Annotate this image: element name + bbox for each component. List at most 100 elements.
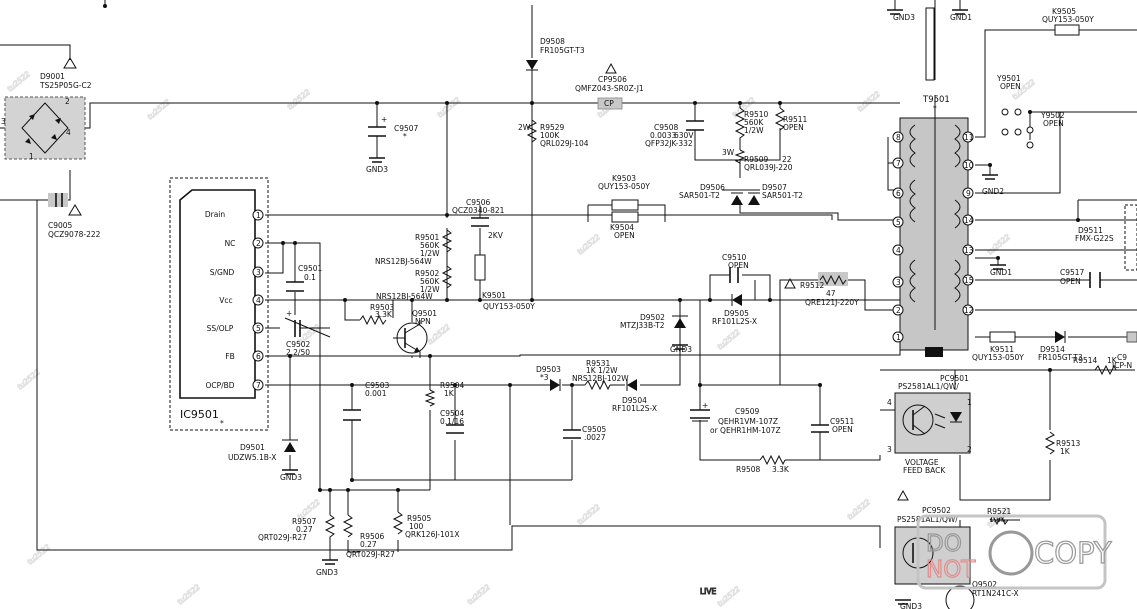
r9501-label: R9501 bbox=[415, 233, 440, 242]
bridge-pin: 3 bbox=[1, 117, 6, 126]
r9502-watt: 1/2W bbox=[420, 285, 440, 294]
c9005-label: C9005 bbox=[48, 221, 73, 230]
diode-d9511: D9511 FMX-G22S bbox=[1075, 204, 1137, 271]
transformer-t9501: T9501 * 8 7 6 5 4 3 2 1 11 10 9 14 13 15… bbox=[887, 7, 974, 357]
r9513-label: R9513 bbox=[1056, 439, 1081, 448]
transformer-pin: 11 bbox=[964, 133, 974, 142]
ic-pin-number: 1 bbox=[256, 211, 261, 220]
transistor-q9502: Q9502 RT1N241C-X bbox=[945, 580, 1019, 609]
r9502-label: R9502 bbox=[415, 269, 440, 278]
d9511-part: FMX-G22S bbox=[1075, 234, 1114, 243]
transformer-pin: 12 bbox=[964, 306, 974, 315]
capacitor-c9511: C9511 OPEN bbox=[811, 417, 855, 434]
c9005-part: QCZ9078-222 bbox=[48, 230, 101, 239]
c9506-part: QCZ0340-821 bbox=[452, 206, 505, 215]
ic-pin-name: OCP/BD bbox=[205, 381, 234, 390]
resistor-r9507: R9507 0.27 QRT029J-R27 bbox=[258, 514, 336, 545]
k9501-label: K9501 bbox=[482, 291, 506, 300]
ground-label: GND3 bbox=[280, 473, 302, 482]
r9521-value: 1.8K bbox=[989, 515, 1007, 524]
r9504-value: 1K bbox=[444, 389, 455, 398]
r9505-value: 100 bbox=[409, 522, 424, 531]
watermark: tu2522 bbox=[846, 497, 872, 521]
d9503-note: *3 bbox=[540, 373, 549, 382]
capacitor-c9506: C9506 QCZ0340-821 2KV bbox=[452, 198, 505, 281]
resistor-r9511: R9511 OPEN bbox=[774, 107, 808, 132]
transformer-pin: 3 bbox=[896, 278, 901, 287]
watermark: tu2522 bbox=[286, 87, 312, 111]
ic-pin-name: S/GND bbox=[210, 268, 235, 277]
capacitor-c9005: C9005 QCZ9078-222 bbox=[48, 193, 101, 239]
k9505-label: K9505 bbox=[1052, 7, 1076, 16]
junction-dots bbox=[6, 4, 1080, 492]
c9506-label: C9506 bbox=[466, 198, 491, 207]
capacitor-c9502: + C9502 2.2/50 bbox=[284, 309, 331, 357]
d9508-part: FR105GT-T3 bbox=[540, 46, 585, 55]
cp-tag: CP bbox=[604, 99, 614, 108]
transformer-pin: 2 bbox=[896, 306, 901, 315]
r9502-value: 560K bbox=[420, 277, 440, 286]
r9509-part: QRL039J-220 bbox=[744, 163, 793, 172]
ground-label: GND3 bbox=[670, 345, 692, 354]
resistor-r9513: R9513 1K bbox=[1044, 431, 1081, 456]
d9503-label: D9503 bbox=[536, 365, 561, 374]
q9502-label: Q9502 bbox=[972, 580, 997, 589]
r9503-value: 3.3K bbox=[375, 310, 393, 319]
pc9502-part: PS2581AL1/QW/ bbox=[897, 515, 958, 524]
ic-pin-number: 6 bbox=[256, 352, 261, 361]
k9501-part: QUY153-050Y bbox=[483, 302, 535, 311]
switch-y9501: Y9501 OPEN bbox=[996, 74, 1022, 136]
transformer-pin: 5 bbox=[896, 218, 901, 227]
y9502-label: Y9502 bbox=[1040, 111, 1065, 120]
resistor-r9509: 3W R9509 22 QRL039J-220 bbox=[722, 148, 793, 172]
watermark: tu2522 bbox=[6, 69, 32, 93]
transformer-pin: 8 bbox=[896, 133, 901, 142]
q9502-part: RT1N241C-X bbox=[972, 589, 1019, 598]
r9509-watt: 3W bbox=[722, 148, 735, 157]
y9501-open: OPEN bbox=[1000, 82, 1021, 91]
c9511-open: OPEN bbox=[832, 425, 853, 434]
transformer-star: * bbox=[933, 104, 937, 113]
k9504-open: OPEN bbox=[614, 231, 635, 240]
watermark: tu2522 bbox=[716, 327, 742, 351]
c9507-label: C9507 bbox=[394, 124, 419, 133]
cut-label: C9 bbox=[1117, 353, 1127, 362]
watermark: tu2522 bbox=[16, 367, 42, 391]
jumper-k9505: K9505 QUY153-050Y bbox=[1042, 7, 1094, 36]
r9511-label: R9511 bbox=[783, 115, 808, 124]
d9507-part: SAR501-T2 bbox=[762, 191, 803, 200]
ic-pin-name: Vcc bbox=[219, 296, 232, 305]
d9501-part: UDZW5.1B-X bbox=[228, 453, 276, 462]
c9508-label: C9508 bbox=[654, 123, 679, 132]
resistor-r9502: R9502 560K 1/2W NRS12BJ-564W bbox=[376, 265, 453, 301]
resistor-r9514: R9514 1K bbox=[1073, 356, 1118, 376]
ic-pin-name: FB bbox=[225, 352, 234, 361]
d9506-label: D9506 bbox=[700, 183, 725, 192]
capacitor-c9504: C9504 0.1/16 bbox=[440, 409, 465, 434]
watermark: tu2522 bbox=[716, 584, 742, 608]
r9501-watt: 1/2W bbox=[420, 249, 440, 258]
ic-pin-name: NC bbox=[225, 239, 236, 248]
d9507-label: D9507 bbox=[762, 183, 787, 192]
d9001-part: TS25P05G-C2 bbox=[39, 81, 92, 90]
stamp-text: DO bbox=[926, 531, 962, 557]
r9514-value: 1K bbox=[1107, 356, 1118, 365]
ic-pin-number: 3 bbox=[256, 268, 261, 277]
transformer-reference: T9501 bbox=[922, 95, 950, 105]
c9503-label: C9503 bbox=[365, 381, 390, 390]
bridge-pin: 4 bbox=[66, 128, 71, 137]
r9507-label: R9507 bbox=[292, 517, 317, 526]
diode-d9504: D9504 RF101L2S-X bbox=[612, 379, 657, 413]
c9502-label: C9502 bbox=[286, 340, 311, 349]
c9509-part: QEHR1VM-107Z bbox=[718, 417, 778, 426]
resistor-r9504: R9504 1K bbox=[424, 381, 465, 407]
r9531-value: 1K 1/2W bbox=[586, 366, 618, 375]
transistor-q9501: Q9501 NPN bbox=[393, 309, 437, 358]
resistor-r9501: R9501 560K 1/2W NRS12BJ-564W bbox=[375, 229, 453, 266]
transformer-pin: 6 bbox=[896, 189, 901, 198]
c9510-open: OPEN bbox=[728, 261, 749, 270]
r9505-label: R9505 bbox=[407, 514, 432, 523]
transformer-pin: 7 bbox=[896, 159, 901, 168]
d9504-part: RF101L2S-X bbox=[612, 404, 657, 413]
transformer-pin: 10 bbox=[964, 161, 974, 170]
